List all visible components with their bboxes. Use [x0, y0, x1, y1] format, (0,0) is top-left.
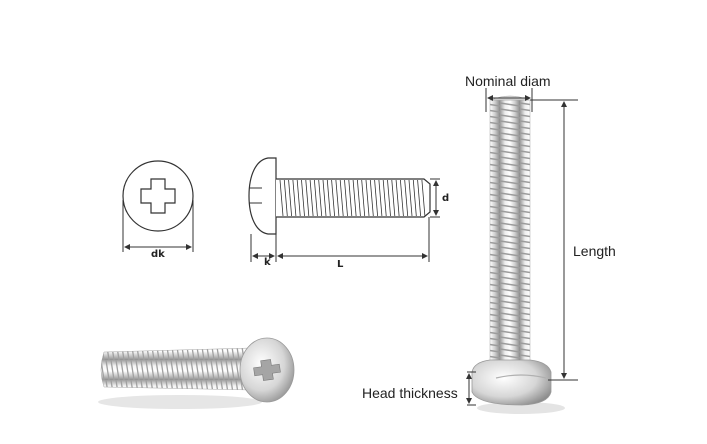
dk-label: dk [151, 249, 165, 260]
length-label: Length [573, 243, 616, 259]
nominal-diam-label: Nominal diam [465, 73, 551, 89]
dk-dimension-line [122, 200, 194, 252]
L-label: L [337, 259, 344, 270]
nominal-length-head-dimension-lines [466, 88, 578, 406]
screw-photo-lying [98, 337, 295, 409]
screw-photo-upright [471, 95, 565, 414]
pan-head-screw-side-icon [248, 157, 431, 235]
k-label: k [264, 257, 271, 268]
d-label: d [442, 193, 450, 204]
phillips-cross-head-icon [122, 160, 194, 232]
head-thickness-label: Head thickness [362, 385, 458, 401]
k-L-d-dimension-lines [250, 178, 440, 262]
